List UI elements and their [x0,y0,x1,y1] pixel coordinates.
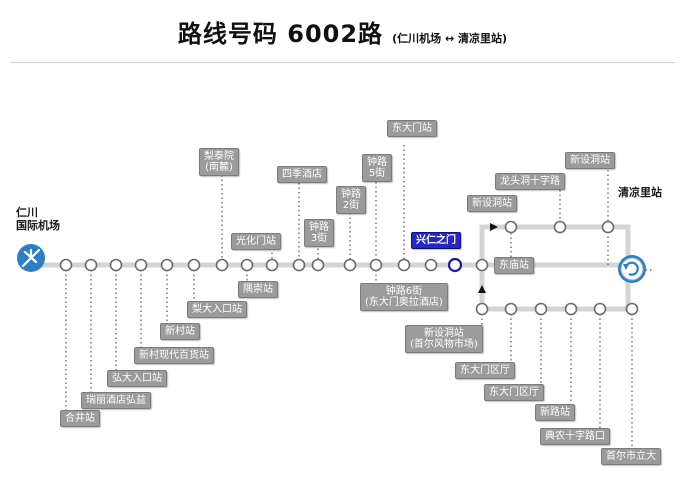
direction-arrows [478,223,498,293]
page-title: 路线号码 6002路 (仁川机场 ↔ 清凉里站) [0,14,685,49]
station-dot[interactable] [601,220,615,234]
station-label-hapjeong[interactable]: 合井站 [60,410,100,427]
label-leader-lines [65,145,653,448]
station-label-sinseol-dong-market[interactable]: 新设洞站 (首尔风物市场) [405,325,483,353]
station-label-hongdae[interactable]: 弘大入口站 [107,370,167,387]
station-label-sinchon-hyundai[interactable]: 新村现代百货站 [134,347,214,364]
airplane-icon [17,244,45,272]
station-dot[interactable] [59,258,73,272]
station-label-dongdaemun-gu-office-2[interactable]: 东大门区厅 [484,384,544,401]
station-dot[interactable] [625,302,639,316]
station-dot-current[interactable] [447,257,463,273]
station-label-sinseol-dong-right[interactable]: 新设洞站 [565,152,615,169]
station-label-sinseol-dong-upper[interactable]: 新设洞站 [467,195,517,212]
station-dot[interactable] [475,258,489,272]
station-label-dongdaemun[interactable]: 东大门站 [387,120,437,137]
station-label-sinchon[interactable]: 新村站 [160,323,200,340]
station-dot[interactable] [134,258,148,272]
station-label-dongmyo[interactable]: 东庙站 [494,257,534,274]
station-label-ewha[interactable]: 梨大入口站 [187,301,247,318]
station-label-current[interactable]: 兴仁之门 [411,232,461,249]
title-divider [10,62,675,63]
station-dot[interactable] [397,258,411,272]
station-label-jeonnong-intersection[interactable]: 典农十字路口 [540,428,610,445]
turnaround-icon [618,255,646,283]
station-dot[interactable] [109,258,123,272]
station-label-jongno-5ga[interactable]: 钟路 5街 [362,154,392,182]
station-dot[interactable] [369,258,383,272]
station-label-jongno-3ga[interactable]: 钟路 3街 [304,219,334,247]
start-terminal-label: 仁川 国际机场 [16,206,60,232]
station-dot[interactable] [475,302,489,316]
down-direction-arrow [478,285,486,293]
station-dot[interactable] [504,302,518,316]
station-dot[interactable] [534,302,548,316]
station-dot[interactable] [311,258,325,272]
station-dot[interactable] [215,258,229,272]
station-label-gwanghwamun[interactable]: 光化门站 [231,233,281,250]
station-dot[interactable] [593,302,607,316]
station-dot[interactable] [265,258,279,272]
station-label-hotel[interactable]: 瑞丽酒店弘益 [81,392,151,409]
end-terminal-label: 清凉里站 [618,186,662,199]
station-dot[interactable] [553,220,567,234]
station-dot[interactable] [240,258,254,272]
station-label-dongdaemun-gu-office-1[interactable]: 东大门区厅 [455,362,515,379]
route-subtitle: (仁川机场 ↔ 清凉里站) [392,32,508,45]
station-label-yongdu-intersection[interactable]: 龙头洞十字路 [495,173,565,190]
station-dot[interactable] [424,258,438,272]
route-title: 路线号码 6002路 [177,20,384,48]
station-dot[interactable] [564,302,578,316]
station-dot[interactable] [187,258,201,272]
station-dot[interactable] [292,258,306,272]
station-label-ahyeon[interactable]: 隅崇站 [238,281,278,298]
station-dot[interactable] [84,258,98,272]
station-dot[interactable] [160,258,174,272]
stations [59,220,639,316]
up-direction-arrow [490,223,498,231]
route-lines [37,224,631,312]
station-dot[interactable] [343,258,357,272]
station-label-jongno-2ga[interactable]: 钟路 2街 [336,186,366,214]
station-label-itaewon[interactable]: 梨泰院 (南麓) [199,148,239,176]
station-dot[interactable] [504,220,518,234]
station-label-sinrye[interactable]: 新路站 [535,404,575,421]
station-label-seoul-university[interactable]: 首尔市立大 [601,448,661,465]
station-label-jongno-6ga[interactable]: 钟路6街 (东大门奥拉酒店) [360,283,448,311]
station-label-four-seasons[interactable]: 四季酒店 [277,166,327,183]
